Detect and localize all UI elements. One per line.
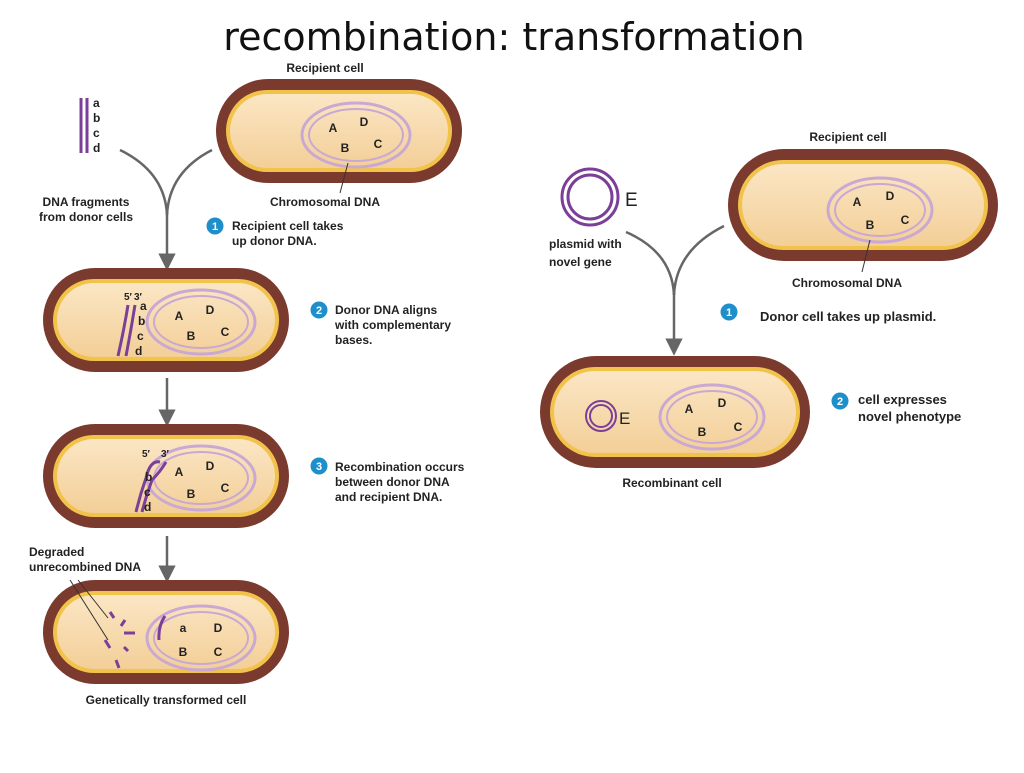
left-cell-aligning: A D B C 5′ 3′ a b c d: [43, 268, 289, 372]
degraded-label-line2: unrecombined DNA: [29, 560, 141, 574]
strand-3-label: 3′: [161, 449, 170, 460]
fragments-label-line1: DNA fragments: [43, 195, 130, 209]
gene-A: A: [175, 309, 184, 323]
left-step-2-line1: Donor DNA aligns: [335, 303, 438, 317]
degraded-dna-fragments: [103, 611, 135, 669]
donor-gene-b: b: [93, 111, 100, 125]
gene-D: D: [360, 115, 369, 129]
right-recipient-cell-label: Recipient cell: [809, 130, 886, 144]
right-step-1-number: 1: [726, 307, 732, 319]
plasmid-gene-E: E: [625, 190, 638, 211]
genetically-transformed-cell-label: Genetically transformed cell: [86, 693, 247, 707]
left-cell-recombining: A D B C 5′ 3′ b c d: [43, 424, 289, 528]
donor-gene-b: b: [138, 314, 145, 328]
left-step-1-line1: Recipient cell takes: [232, 219, 344, 233]
chromosomal-dna-pointer: [339, 162, 349, 194]
left-step-2-line3: bases.: [335, 333, 372, 347]
recombinant-cell-label: Recombinant cell: [622, 476, 721, 490]
left-step-2-number: 2: [316, 305, 322, 317]
left-recipient-cell: A D B C: [216, 79, 462, 183]
plasmid-label-line1: plasmid with: [549, 237, 622, 251]
plasmid-gene-E: E: [619, 409, 630, 428]
donor-gene-c: c: [93, 126, 100, 140]
final-gene-D: D: [214, 621, 223, 635]
final-gene-C: C: [214, 645, 223, 659]
fragments-label-line2: from donor cells: [39, 210, 133, 224]
genetically-transformed-cell: a D B C: [43, 580, 289, 684]
left-step-3: 3 Recombination occurs between donor DNA…: [310, 457, 465, 504]
left-step-2: 2 Donor DNA aligns with complementary ba…: [310, 301, 451, 347]
gene-A: A: [175, 465, 184, 479]
gene-A: A: [853, 195, 862, 209]
donor-gene-d: d: [135, 344, 142, 358]
left-step-3-line3: and recipient DNA.: [335, 490, 442, 504]
left-step-1-line2: up donor DNA.: [232, 234, 317, 248]
gene-C: C: [734, 420, 743, 434]
gene-B: B: [341, 141, 350, 155]
strand-5-label: 5′: [124, 292, 133, 303]
right-step-2-line2: novel phenotype: [858, 409, 961, 424]
donor-gene-b: b: [145, 470, 152, 484]
left-step-3-line2: between donor DNA: [335, 475, 450, 489]
recombinant-cell: A D B C E: [540, 356, 810, 468]
gene-D: D: [206, 459, 215, 473]
gene-A: A: [685, 402, 694, 416]
gene-B: B: [187, 329, 196, 343]
donor-gene-a: a: [93, 96, 100, 110]
page-title: recombination: transformation: [223, 15, 804, 59]
right-step-1: 1 Donor cell takes up plasmid.: [720, 303, 936, 324]
right-step-2-line1: cell expresses: [858, 392, 947, 407]
left-step-3-number: 3: [316, 461, 322, 473]
donor-gene-a: a: [140, 299, 147, 313]
right-step-1-line1: Donor cell takes up plasmid.: [760, 309, 936, 324]
degraded-pointer-1: [69, 579, 109, 641]
right-chromosomal-dna-pointer: [861, 239, 871, 273]
gene-B: B: [866, 218, 875, 232]
degraded-label-line1: Degraded: [29, 545, 84, 559]
degraded-pointer-2: [77, 579, 109, 619]
right-recipient-cell: A D B C: [728, 149, 998, 261]
uptake-arrow: [119, 148, 213, 271]
gene-C: C: [374, 137, 383, 151]
gene-A: A: [329, 121, 338, 135]
left-step-1-number: 1: [212, 221, 218, 233]
left-step-1: 1 Recipient cell takes up donor DNA.: [206, 217, 344, 248]
donor-dna-fragment: a b c d: [79, 96, 100, 155]
plasmid-uptake-arrow: [625, 224, 725, 356]
donor-gene-d: d: [144, 500, 151, 514]
donor-gene-c: c: [144, 485, 151, 499]
left-step-3-line1: Recombination occurs: [335, 460, 465, 474]
strand-3-label: 3′: [134, 292, 143, 303]
gene-C: C: [221, 325, 230, 339]
gene-D: D: [718, 396, 727, 410]
plasmid: E: [560, 167, 638, 227]
gene-D: D: [206, 303, 215, 317]
plasmid-label-line2: novel gene: [549, 255, 612, 269]
final-gene-a: a: [180, 621, 187, 635]
donor-gene-c: c: [137, 329, 144, 343]
right-step-2-number: 2: [837, 396, 843, 408]
left-recipient-cell-label: Recipient cell: [286, 61, 363, 75]
left-chromosomal-dna-label: Chromosomal DNA: [270, 195, 380, 209]
right-step-2: 2 cell expresses novel phenotype: [831, 392, 961, 424]
gene-C: C: [221, 481, 230, 495]
donor-gene-d: d: [93, 141, 100, 155]
gene-B: B: [698, 425, 707, 439]
final-gene-B: B: [179, 645, 188, 659]
strand-5-label: 5′: [142, 449, 151, 460]
gene-B: B: [187, 487, 196, 501]
gene-C: C: [901, 213, 910, 227]
gene-D: D: [886, 189, 895, 203]
right-chromosomal-dna-label: Chromosomal DNA: [792, 276, 902, 290]
left-step-2-line2: with complementary: [334, 318, 451, 332]
